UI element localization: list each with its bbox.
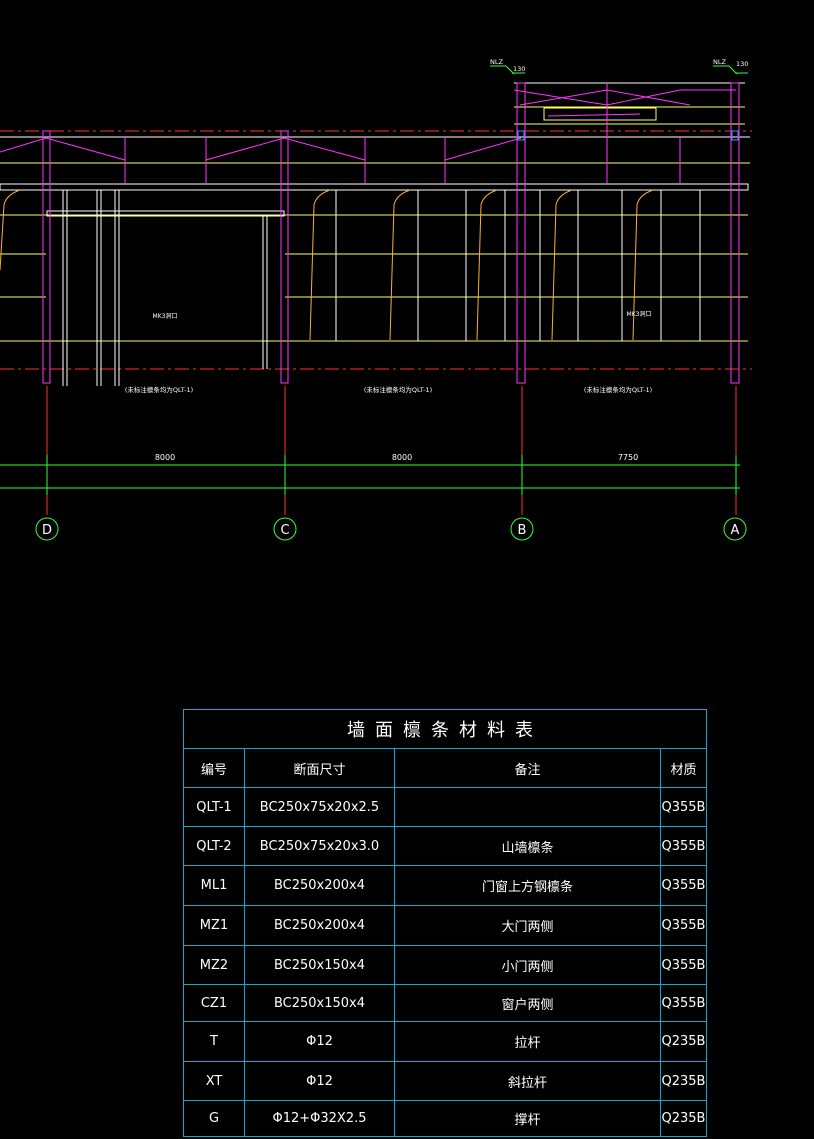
svg-text:NLZ: NLZ	[490, 58, 503, 66]
svg-text:C: C	[280, 523, 289, 538]
table-cell: ML1	[183, 865, 245, 906]
axis-bubble-d: D	[35, 517, 59, 541]
column-header: 断面尺寸	[244, 748, 395, 788]
table-cell: BC250x75x20x3.0	[244, 826, 395, 866]
table-cell: 小门两侧	[394, 945, 661, 985]
axis-bubble-c: C	[273, 517, 297, 541]
table-row: T Φ12 拉杆 Q235B	[183, 1021, 707, 1062]
table-row: CZ1 BC250x150x4 窗户两侧 Q355B	[183, 984, 707, 1022]
table-cell: MZ2	[183, 945, 245, 985]
wall-studs	[46, 190, 701, 386]
table-cell	[394, 787, 661, 827]
table-cell: Q355B	[660, 905, 707, 946]
table-cell: 窗户两侧	[394, 984, 661, 1022]
svg-text:130: 130	[736, 60, 748, 68]
table-cell: G	[183, 1100, 245, 1137]
table-cell: QLT-2	[183, 826, 245, 866]
axis-bubble-a: A	[723, 517, 747, 541]
column-header: 备注	[394, 748, 661, 788]
table-cell: Φ12	[244, 1021, 395, 1062]
table-cell: 撑杆	[394, 1100, 661, 1137]
table-cell: Φ12	[244, 1061, 395, 1101]
svg-text:130: 130	[513, 65, 525, 73]
table-cell: BC250x150x4	[244, 945, 395, 985]
column-header: 材质	[660, 748, 707, 788]
opening-label: MK3洞口	[153, 312, 178, 320]
table-cell: 斜拉杆	[394, 1061, 661, 1101]
axis-bubble-b: B	[510, 517, 534, 541]
steel-columns	[42, 82, 740, 384]
svg-text:D: D	[42, 523, 52, 538]
table-row: MZ1 BC250x200x4 大门两侧 Q355B	[183, 905, 707, 946]
table-cell: Q355B	[660, 945, 707, 985]
table-cell: Q235B	[660, 1021, 707, 1062]
table-cell: Q235B	[660, 1100, 707, 1137]
table-row: MZ2 BC250x150x4 小门两侧 Q355B	[183, 945, 707, 985]
material-table: 墙面檩条材料表 编号 断面尺寸 备注 材质 QLT-1 BC250x75x20x…	[183, 709, 707, 1137]
table-cell: Q235B	[660, 1061, 707, 1101]
purlin-note: (未标注檩条均为QLT-1)	[584, 385, 652, 394]
table-cell: T	[183, 1021, 245, 1062]
elevation-drawing: 8000 8000 7750 D C B A MK3洞口 MK3洞口 (未标注檩…	[0, 58, 752, 541]
table-title-row: 墙面檩条材料表	[183, 709, 707, 749]
section-marker: NLZ 130	[713, 58, 748, 75]
table-cell: Q355B	[660, 826, 707, 866]
section-marker: NLZ 130	[490, 58, 525, 75]
table-cell: Q355B	[660, 984, 707, 1022]
table-cell: Q355B	[660, 787, 707, 827]
table-cell: BC250x200x4	[244, 905, 395, 946]
table-cell: Φ12+Φ32X2.5	[244, 1100, 395, 1137]
table-cell: 山墙檩条	[394, 826, 661, 866]
table-header-row: 编号 断面尺寸 备注 材质	[183, 748, 707, 788]
table-cell: MZ1	[183, 905, 245, 946]
table-cell: BC250x150x4	[244, 984, 395, 1022]
raised-roof-frame	[514, 82, 745, 125]
table-cell: 大门两侧	[394, 905, 661, 946]
dimension-label: 8000	[392, 453, 412, 462]
grid-axis-lines	[46, 386, 737, 515]
door-swing-arcs	[0, 189, 654, 341]
table-cell: XT	[183, 1061, 245, 1101]
table-cell: BC250x75x20x2.5	[244, 787, 395, 827]
table-row: QLT-1 BC250x75x20x2.5 Q355B	[183, 787, 707, 827]
column-header: 编号	[183, 748, 245, 788]
table-row: XT Φ12 斜拉杆 Q235B	[183, 1061, 707, 1101]
dimension-label: 8000	[155, 453, 175, 462]
table-cell: 拉杆	[394, 1021, 661, 1062]
svg-text:A: A	[731, 523, 740, 538]
purlin-note: (未标注檩条均为QLT-1)	[364, 385, 432, 394]
table-cell: Q355B	[660, 865, 707, 906]
bracing-lines	[0, 83, 736, 184]
svg-text:NLZ: NLZ	[713, 58, 726, 66]
table-cell: CZ1	[183, 984, 245, 1022]
purlin-note: (未标注檩条均为QLT-1)	[125, 385, 193, 394]
opening-label: MK3洞口	[627, 310, 652, 318]
table-cell: QLT-1	[183, 787, 245, 827]
table-row: ML1 BC250x200x4 门窗上方钢檩条 Q355B	[183, 865, 707, 906]
dimension-label: 7750	[618, 453, 638, 462]
table-title: 墙面檩条材料表	[183, 709, 707, 749]
svg-text:B: B	[518, 523, 527, 538]
table-cell: 门窗上方钢檩条	[394, 865, 661, 906]
dimension-lines	[0, 455, 740, 495]
table-row: QLT-2 BC250x75x20x3.0 山墙檩条 Q355B	[183, 826, 707, 866]
table-cell: BC250x200x4	[244, 865, 395, 906]
table-row: G Φ12+Φ32X2.5 撑杆 Q235B	[183, 1100, 707, 1137]
